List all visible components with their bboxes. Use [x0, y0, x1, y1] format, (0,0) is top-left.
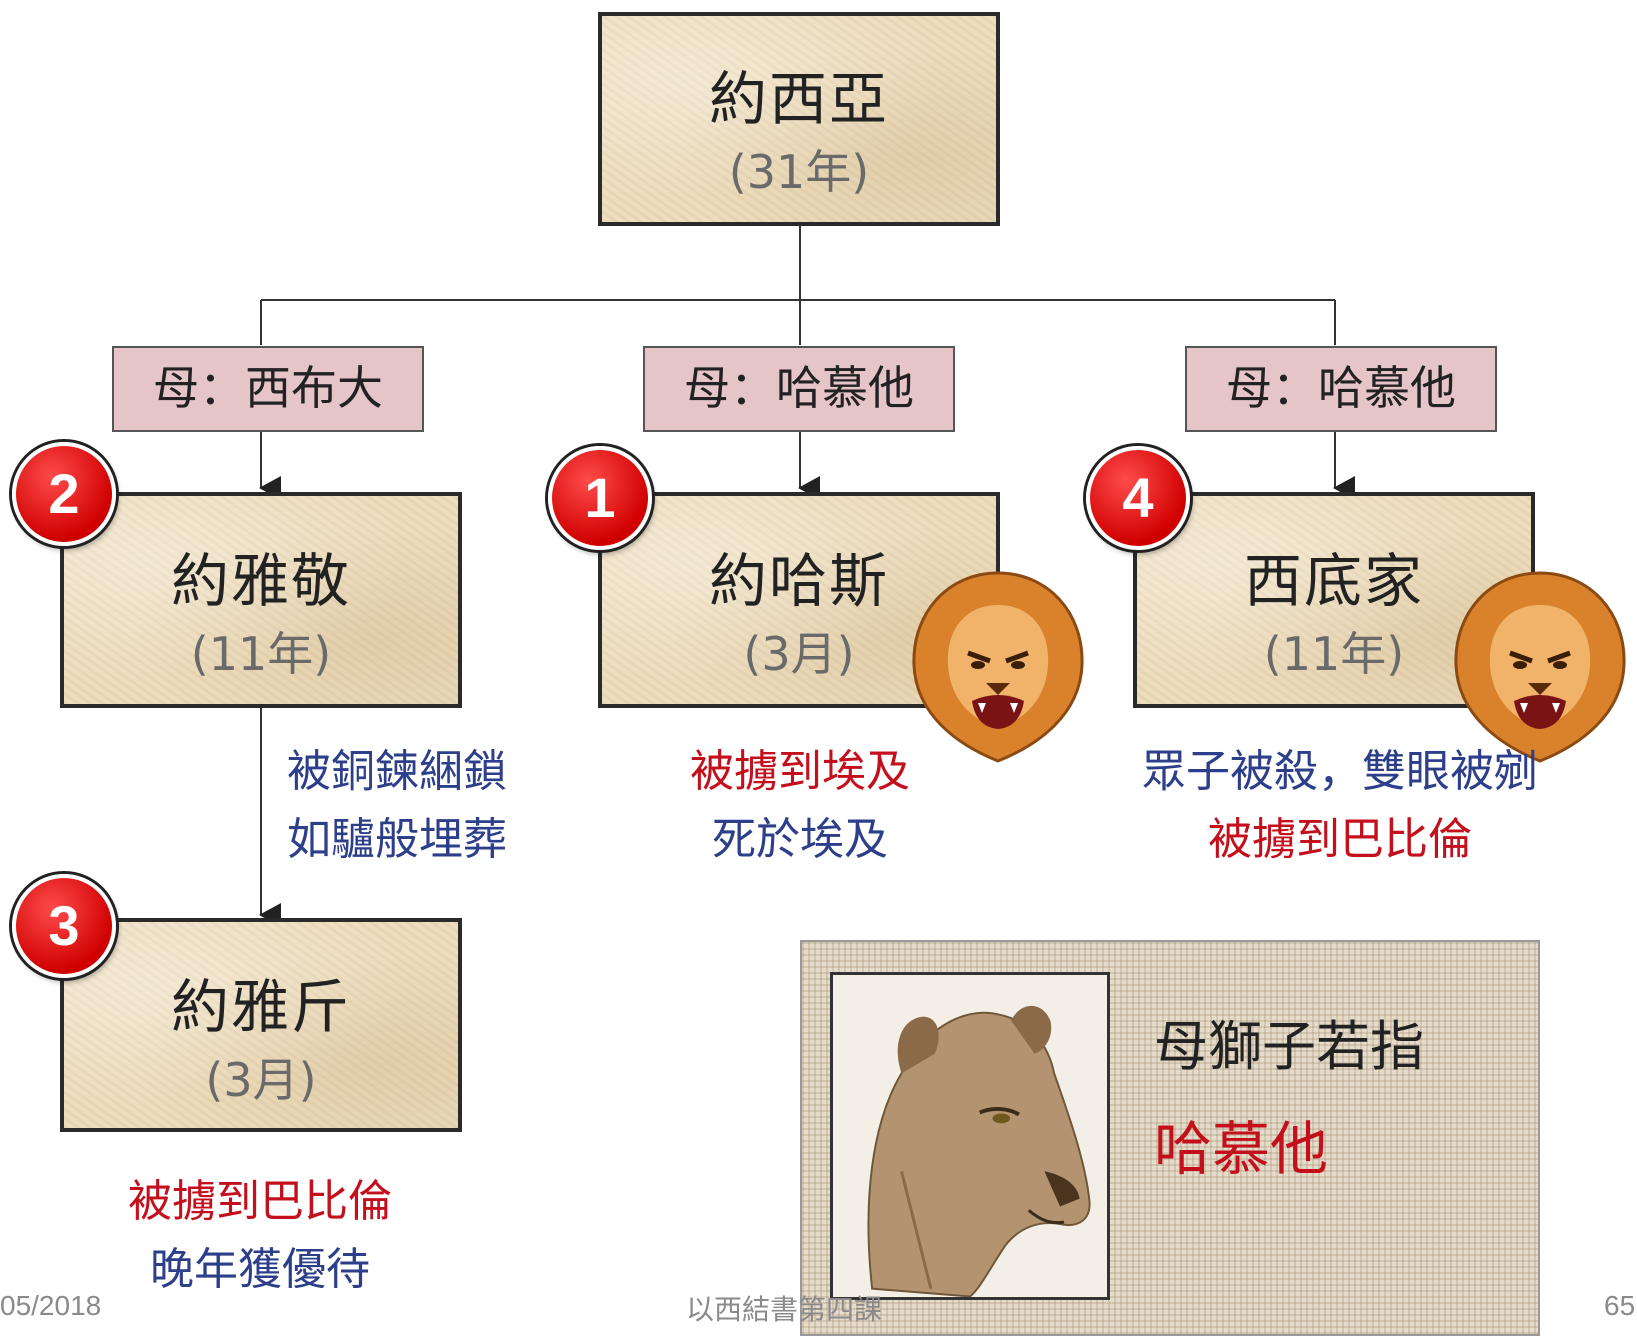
- king-name: 約哈斯: [708, 547, 889, 615]
- mother-label-1: 母：西布大: [112, 346, 424, 432]
- note-line: 被擄到巴比倫: [1208, 814, 1472, 865]
- order-badge: 2: [12, 442, 116, 546]
- lioness-image: [833, 975, 1107, 1297]
- note-jehoiachin: 被擄到巴比倫 晚年獲優待: [100, 1168, 420, 1304]
- footer-page-number: 65: [1604, 1290, 1636, 1321]
- order-badge: 4: [1086, 446, 1190, 550]
- king-duration: (3月): [743, 627, 855, 681]
- note-jehoahaz: 被擄到埃及 死於埃及: [650, 738, 950, 874]
- root-node-josiah: 約西亞 (31年): [598, 12, 1000, 226]
- lioness-panel: 母獅子若指 哈慕他: [800, 940, 1540, 1336]
- note-line: 如驢般埋葬: [287, 814, 507, 865]
- note-line: 被擄到埃及: [690, 746, 910, 797]
- root-name: 約西亞: [708, 65, 889, 133]
- king-duration: (11年): [1263, 627, 1405, 681]
- king-duration: (3月): [205, 1053, 317, 1107]
- order-badge: 3: [12, 874, 116, 978]
- king-name: 西底家: [1243, 547, 1424, 615]
- root-duration: (31年): [728, 145, 870, 199]
- king-node-jehoiakim: 約雅敬 (11年): [60, 492, 462, 708]
- king-node-jehoahaz: 約哈斯 (3月): [598, 492, 1000, 708]
- panel-caption: 母獅子若指: [1154, 1015, 1424, 1078]
- lion-icon: [912, 571, 1084, 763]
- footer-date: 05/2018: [0, 1290, 102, 1321]
- lion-icon: [1454, 571, 1626, 763]
- note-zedekiah: 眾子被殺，雙眼被剜 被擄到巴比倫: [1110, 738, 1570, 874]
- note-jehoiakim: 被銅鍊綑鎖 如驢般埋葬: [262, 738, 532, 874]
- lioness-photo-frame: [830, 972, 1110, 1300]
- mother-label-3: 母：哈慕他: [1185, 346, 1497, 432]
- king-name: 約雅斤: [170, 973, 351, 1041]
- panel-highlight: 哈慕他: [1154, 1115, 1329, 1183]
- footer-title: 以西結書第四課: [686, 1294, 883, 1325]
- note-line: 被銅鍊綑鎖: [287, 746, 507, 797]
- king-duration: (11年): [190, 627, 332, 681]
- king-name: 約雅敬: [170, 547, 351, 615]
- king-node-jehoiachin: 約雅斤 (3月): [60, 918, 462, 1132]
- order-badge: 1: [548, 446, 652, 550]
- note-line: 死於埃及: [712, 814, 888, 865]
- mother-label-2: 母：哈慕他: [643, 346, 955, 432]
- note-line: 被擄到巴比倫: [128, 1176, 392, 1227]
- note-line: 晚年獲優待: [150, 1244, 370, 1295]
- note-line: 眾子被殺，雙眼被剜: [1142, 746, 1538, 797]
